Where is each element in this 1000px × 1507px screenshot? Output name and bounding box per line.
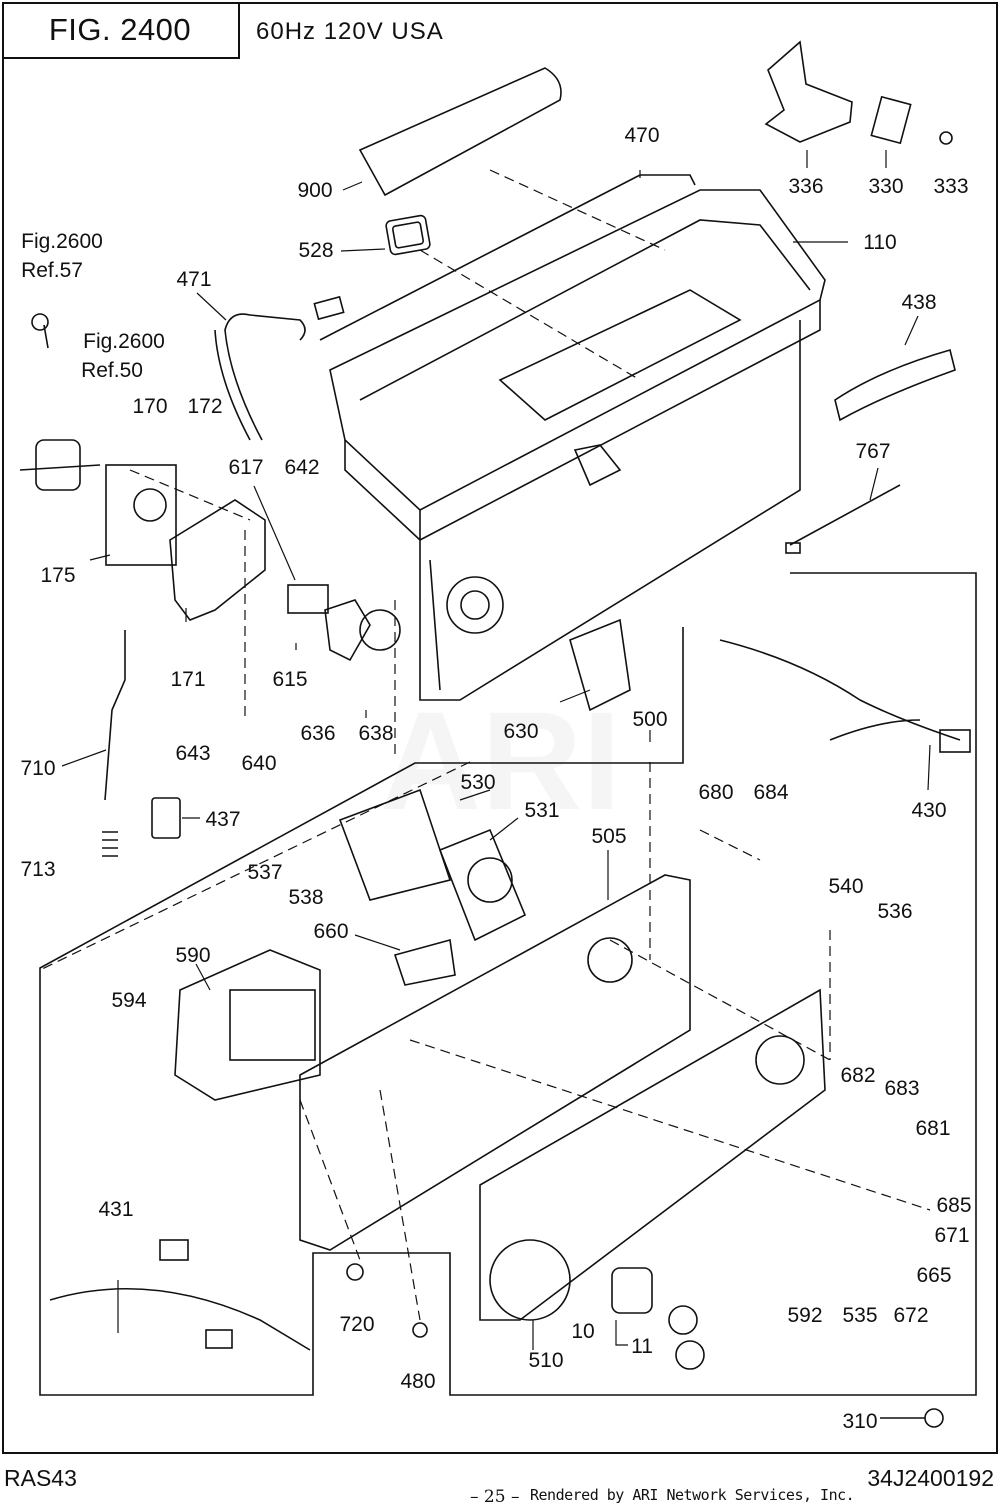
ref-2600-57-line1: Fig.2600: [21, 230, 103, 253]
part-label-638: 638: [358, 722, 393, 745]
part-label-665: 665: [916, 1264, 951, 1287]
ref-2600-57-line2: Ref.57: [21, 259, 83, 282]
figure-title: FIG. 2400: [2, 2, 240, 59]
document-id: 34J2400192: [867, 1465, 994, 1491]
render-credit: Rendered by ARI Network Services, Inc.: [530, 1486, 855, 1504]
diagram-frame: [2, 2, 998, 1454]
part-label-170: 170: [132, 395, 167, 418]
part-label-900: 900: [297, 179, 332, 202]
part-label-175: 175: [40, 564, 75, 587]
part-label-172: 172: [187, 395, 222, 418]
part-label-671: 671: [934, 1224, 969, 1247]
part-label-536: 536: [877, 900, 912, 923]
part-label-615: 615: [272, 668, 307, 691]
page-number: – 25 –: [470, 1487, 520, 1507]
part-label-480: 480: [400, 1370, 435, 1393]
part-label-685: 685: [936, 1194, 971, 1217]
part-label-617: 617: [228, 456, 263, 479]
part-label-540: 540: [828, 875, 863, 898]
part-label-642: 642: [284, 456, 319, 479]
part-label-470: 470: [624, 124, 659, 147]
part-label-684: 684: [753, 781, 788, 804]
part-label-683: 683: [884, 1077, 919, 1100]
part-label-333: 333: [933, 175, 968, 198]
part-label-643: 643: [175, 742, 210, 765]
model-number: RAS43: [4, 1465, 77, 1491]
part-label-500: 500: [632, 708, 667, 731]
part-label-11: 11: [631, 1335, 653, 1358]
part-label-682: 682: [840, 1064, 875, 1087]
part-label-538: 538: [288, 886, 323, 909]
part-label-430: 430: [911, 799, 946, 822]
part-label-594: 594: [111, 989, 146, 1012]
part-label-528: 528: [298, 239, 333, 262]
part-label-590: 590: [175, 944, 210, 967]
part-label-438: 438: [901, 291, 936, 314]
part-label-640: 640: [241, 752, 276, 775]
part-label-681: 681: [915, 1117, 950, 1140]
part-label-437: 437: [205, 808, 240, 831]
part-label-530: 530: [460, 771, 495, 794]
part-label-710: 710: [20, 757, 55, 780]
part-label-330: 330: [868, 175, 903, 198]
part-label-510: 510: [528, 1349, 563, 1372]
part-label-720: 720: [339, 1313, 374, 1336]
part-label-592: 592: [787, 1304, 822, 1327]
part-label-10: 10: [571, 1320, 594, 1343]
part-label-171: 171: [170, 668, 205, 691]
part-label-680: 680: [698, 781, 733, 804]
part-label-431: 431: [98, 1198, 133, 1221]
part-label-537: 537: [247, 861, 282, 884]
part-label-310: 310: [842, 1410, 877, 1433]
ref-2600-50-line1: Fig.2600: [83, 330, 165, 353]
part-label-672: 672: [893, 1304, 928, 1327]
part-label-110: 110: [863, 231, 896, 254]
figure-spec: 60Hz 120V USA: [256, 18, 444, 45]
ari-watermark: ARI: [380, 680, 621, 842]
part-label-505: 505: [591, 825, 626, 848]
part-label-336: 336: [788, 175, 823, 198]
part-label-767: 767: [855, 440, 890, 463]
part-label-630: 630: [503, 720, 538, 743]
part-label-636: 636: [300, 722, 335, 745]
part-label-535: 535: [842, 1304, 877, 1327]
part-label-531: 531: [524, 799, 559, 822]
part-label-713: 713: [20, 858, 55, 881]
part-label-660: 660: [313, 920, 348, 943]
part-label-471: 471: [176, 268, 211, 291]
ref-2600-50-line2: Ref.50: [81, 359, 143, 382]
